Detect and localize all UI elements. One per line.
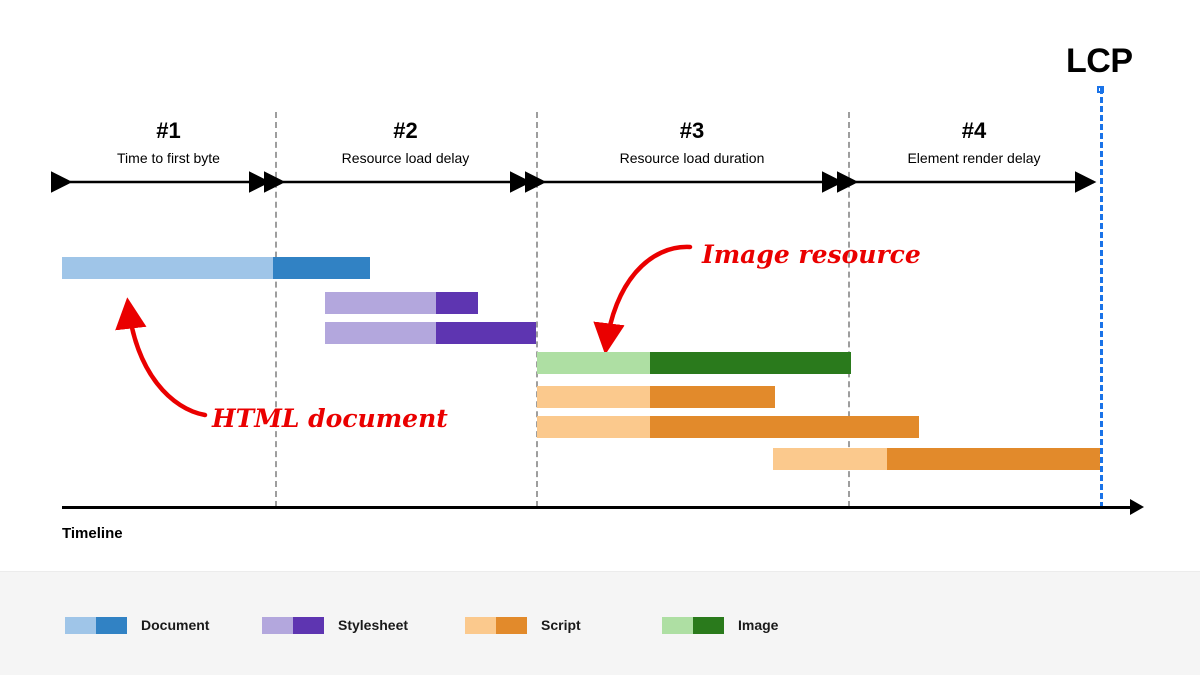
legend-swatch-image <box>662 616 724 634</box>
bar-script-2-download-segment <box>650 416 919 438</box>
bar-stylesheet-1-delay-segment <box>325 292 436 314</box>
legend-swatch-document <box>65 616 127 634</box>
lcp-label: LCP <box>1066 42 1133 80</box>
phase-2-number: #2 <box>393 118 418 143</box>
bar-script-2 <box>537 416 919 438</box>
html-document-callout-arrow <box>115 297 208 418</box>
legend-item-document: Document <box>65 616 209 634</box>
legend: Document Stylesheet Script Image <box>0 571 1200 675</box>
bar-script-3 <box>773 448 1100 470</box>
phase-4: #4 Element render delay <box>848 118 1100 168</box>
bar-stylesheet-1-download-segment <box>436 292 478 314</box>
legend-swatch-image-dark <box>693 616 724 634</box>
legend-swatch-document-light <box>65 616 96 634</box>
legend-swatch-script-light <box>465 616 496 634</box>
phase-3-name: Resource load duration <box>619 150 765 166</box>
bar-image-download-segment <box>650 352 851 374</box>
legend-swatch-script-dark <box>496 616 527 634</box>
phase-1-number: #1 <box>156 118 181 143</box>
bar-image-delay-segment <box>537 352 650 374</box>
annotation-image-resource: Image resource <box>702 240 921 269</box>
legend-label-image: Image <box>738 617 779 633</box>
bar-document-download-segment <box>273 257 370 279</box>
phase-divider-2 <box>536 112 538 507</box>
bar-script-1 <box>537 386 775 408</box>
timeline-axis-line <box>62 506 1138 509</box>
phase-1: #1 Time to first byte <box>62 118 275 168</box>
bar-script-1-delay-segment <box>537 386 650 408</box>
timeline-axis-label: Timeline <box>62 525 123 542</box>
legend-label-stylesheet: Stylesheet <box>338 617 409 633</box>
legend-swatch-document-dark <box>96 616 127 634</box>
phase-1-name: Time to first byte <box>117 150 220 166</box>
chart-plot-area: LCP #1 Time to first byte #2 Resource lo… <box>50 42 1144 542</box>
bar-script-2-delay-segment <box>537 416 650 438</box>
phase-4-name: Element render delay <box>907 150 1041 166</box>
phase-divider-3 <box>848 112 850 507</box>
bar-image <box>537 352 851 374</box>
legend-swatch-script <box>465 616 527 634</box>
bar-document <box>62 257 370 279</box>
bar-stylesheet-2-delay-segment <box>325 322 436 344</box>
legend-swatch-stylesheet <box>262 616 324 634</box>
phase-3-number: #3 <box>679 118 705 143</box>
legend-swatch-stylesheet-light <box>262 616 293 634</box>
phase-2-name: Resource load delay <box>341 150 470 166</box>
legend-swatch-image-light <box>662 616 693 634</box>
bar-stylesheet-1 <box>325 292 478 314</box>
image-resource-callout-arrow <box>593 244 693 355</box>
phase-divider-1 <box>275 112 277 507</box>
legend-item-stylesheet: Stylesheet <box>262 616 408 634</box>
bar-stylesheet-2-download-segment <box>436 322 536 344</box>
annotation-html-document: HTML document <box>212 404 448 433</box>
measure-arrows-overlay <box>50 171 1097 418</box>
phase-2: #2 Resource load delay <box>275 118 536 168</box>
phase-3: #3 Resource load duration <box>536 118 848 168</box>
timeline-axis-arrowhead <box>1130 499 1144 515</box>
phase-4-number: #4 <box>961 118 987 143</box>
bar-script-3-delay-segment <box>773 448 887 470</box>
bar-stylesheet-2 <box>325 322 536 344</box>
legend-item-script: Script <box>465 616 581 634</box>
bar-script-1-download-segment <box>650 386 775 408</box>
lcp-vertical-line <box>1100 88 1103 508</box>
legend-label-script: Script <box>541 617 581 633</box>
legend-swatch-stylesheet-dark <box>293 616 324 634</box>
bar-script-3-download-segment <box>887 448 1100 470</box>
bar-document-ttfb-segment <box>62 257 273 279</box>
legend-label-document: Document <box>141 617 210 633</box>
legend-item-image: Image <box>662 616 778 634</box>
